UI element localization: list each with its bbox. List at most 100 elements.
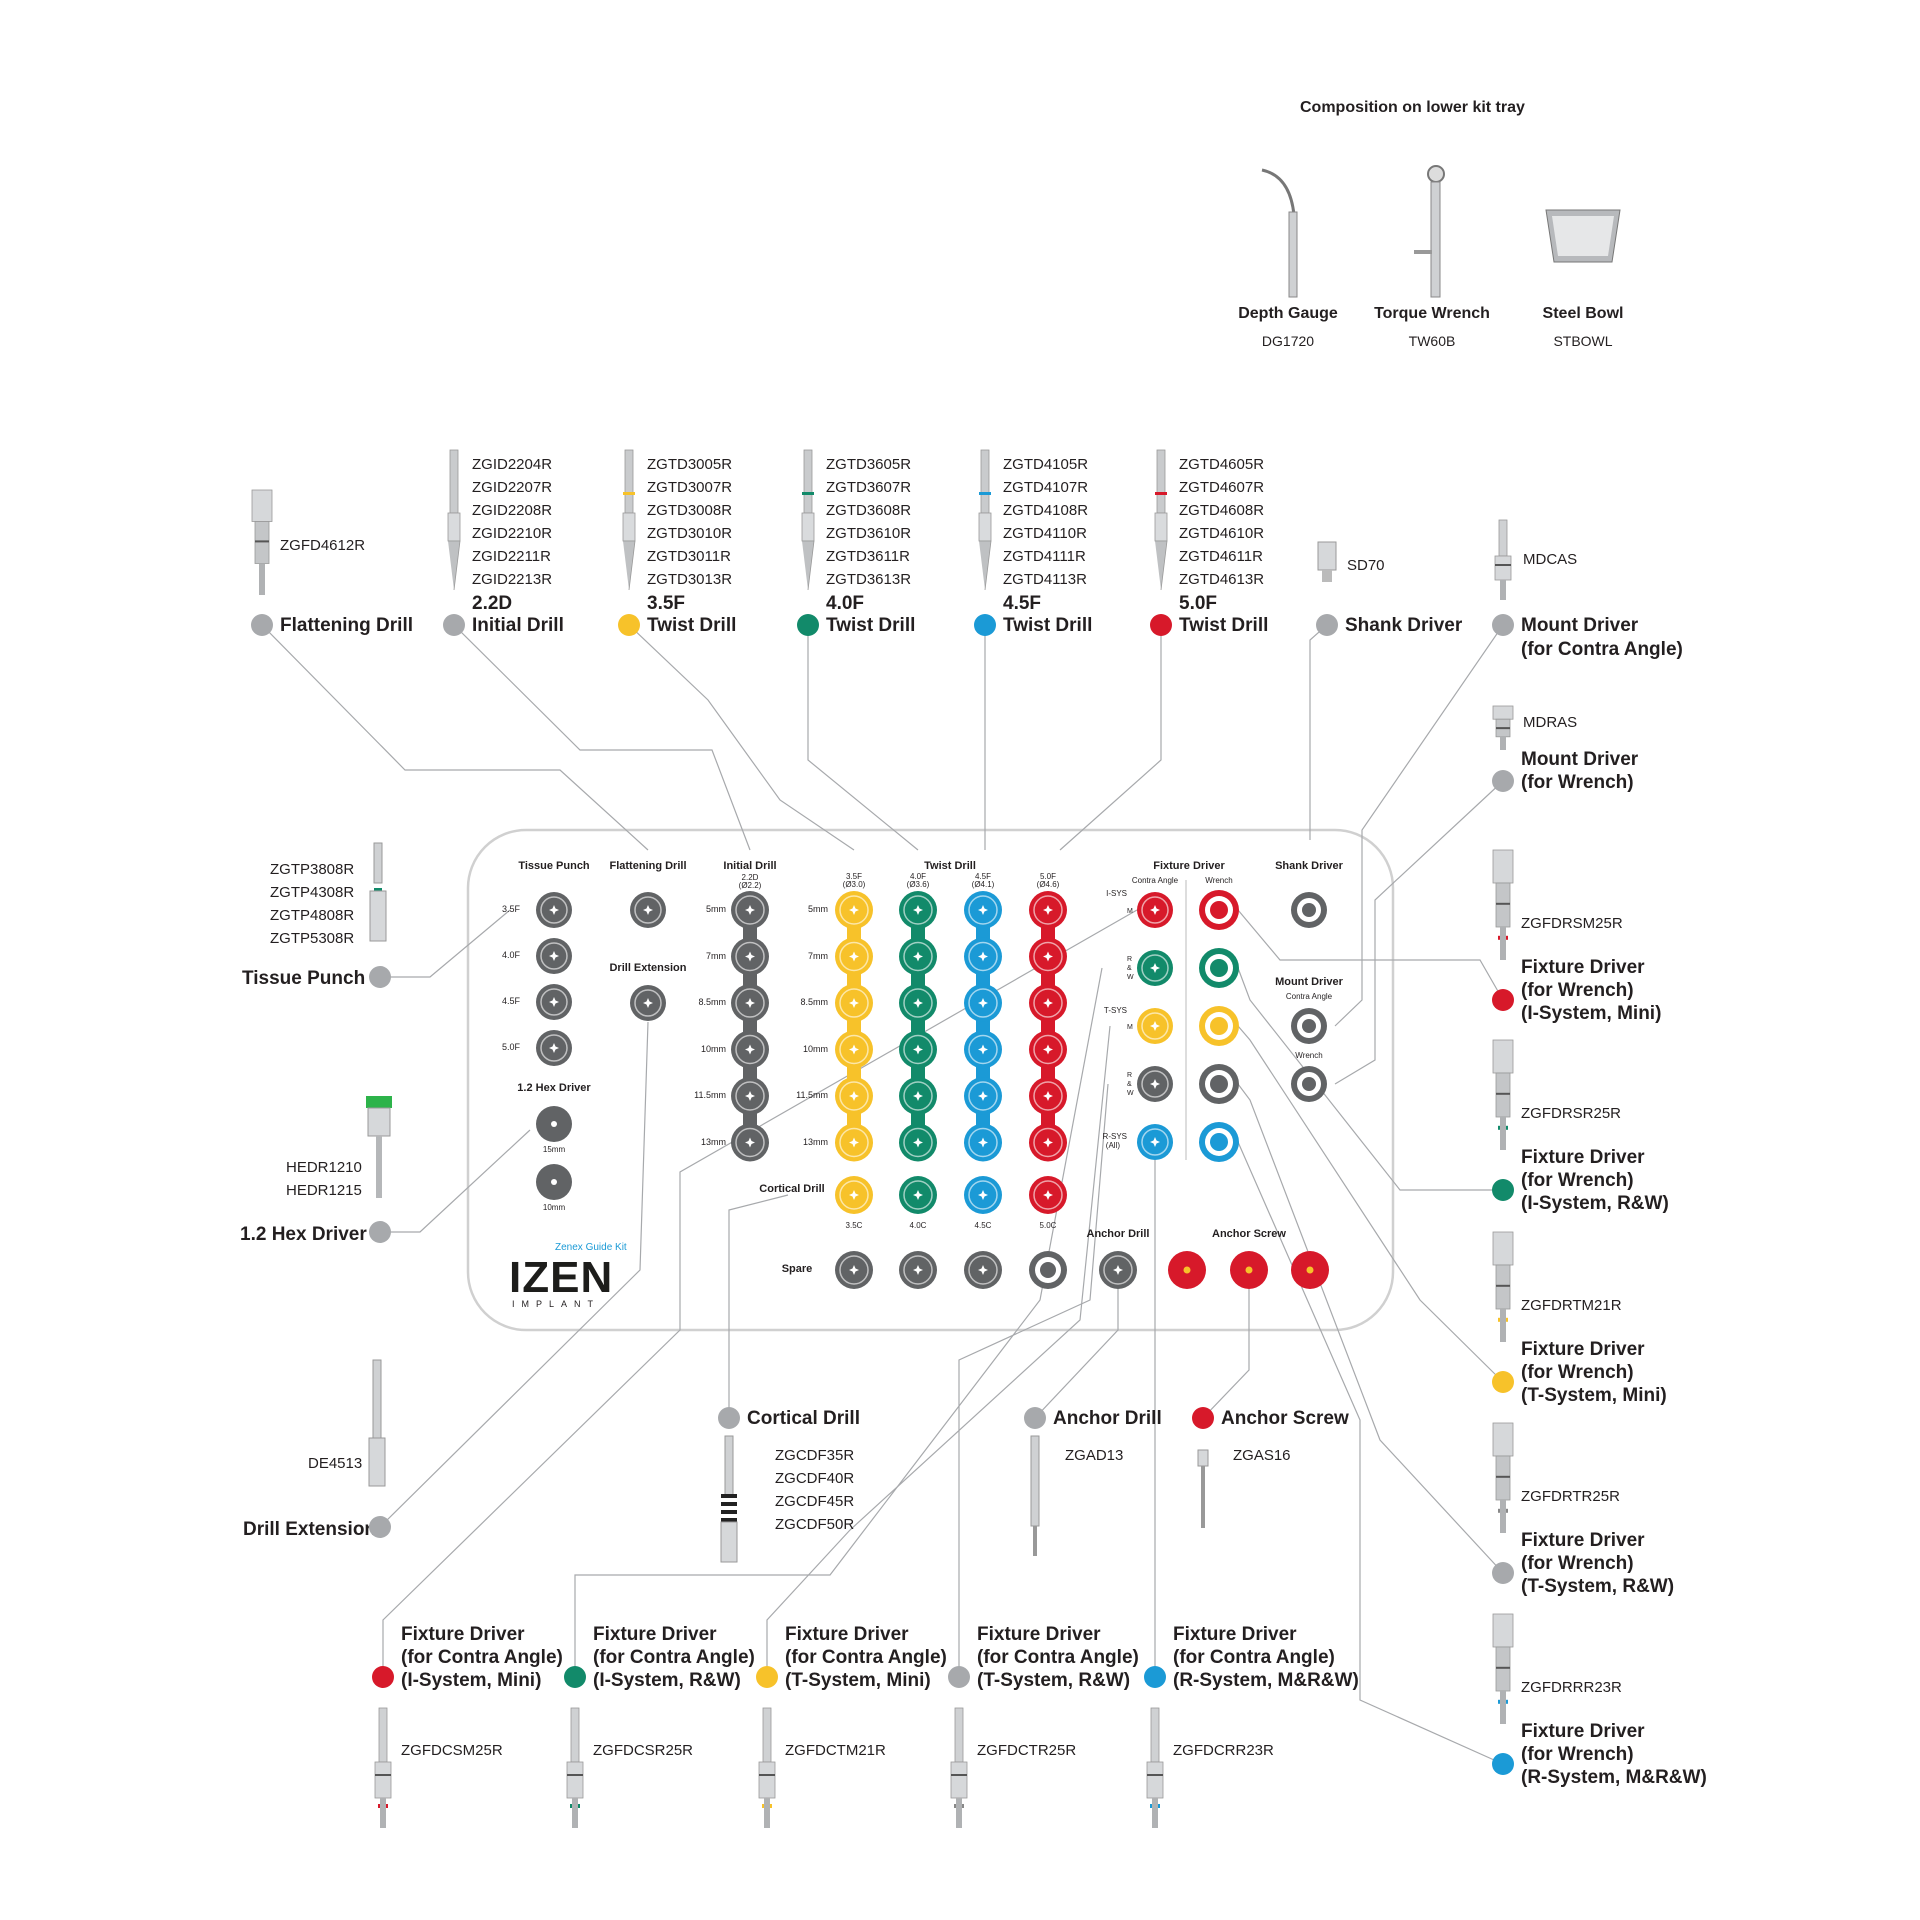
tray-fd-contra-slot-star: [1150, 1137, 1160, 1147]
tray-depth-left: 8.5mm: [698, 997, 726, 1007]
tray-flattening-slot-star: [643, 905, 653, 915]
tray-cortical-slot-star: [849, 1190, 859, 1200]
tray-initial-slot-star: [745, 1044, 755, 1055]
mount-driver-wrench-icon-ring: [1496, 727, 1510, 730]
tissue-punch-dot: [369, 966, 391, 988]
tray-hex-slot-pin: [551, 1179, 557, 1185]
torque-wrench-body: [1430, 181, 1441, 298]
tray-isys-rw: R: [1127, 956, 1133, 963]
fd-wrench-t-mini-label: (for Wrench): [1521, 1362, 1634, 1383]
leader-anchor-screw: [1202, 1289, 1250, 1419]
tray-contra-angle-label: Contra Angle: [1131, 876, 1179, 885]
anchor-screw-code: ZGAS16: [1233, 1447, 1291, 1464]
tray-twist-slot-ring: [1033, 988, 1063, 1018]
initial-drill-code: ZGID2210R: [472, 525, 553, 542]
tray-spare-slot-ring: [839, 1255, 869, 1285]
tray-twist-head-b: (Ø4.1): [971, 880, 995, 889]
drill-extension-body: [368, 1437, 386, 1487]
tray-drill-extension-label: Drill Extension: [609, 962, 687, 974]
depth-gauge-name: Depth Gauge: [1238, 305, 1338, 322]
depth-gauge-code: DG1720: [1261, 333, 1315, 349]
twist-drill-5-0f-code: ZGTD4611R: [1179, 548, 1263, 565]
initial-drill-code: ZGID2211R: [472, 548, 551, 565]
tray-initial-sub2: (Ø2.2): [738, 881, 762, 890]
tray-rsys-sub: (All): [1105, 1141, 1120, 1150]
fd-wrench-r-all-label: (for Wrench): [1521, 1744, 1634, 1765]
fd-wrench-t-rw-icon-body: [1495, 1455, 1511, 1501]
tray-twist-slot-star: [913, 1091, 923, 1101]
anchor-drill-tip: [1033, 1526, 1037, 1556]
tray-tsys-rw: R: [1127, 1072, 1133, 1079]
tray-spare-slot-star: [849, 1265, 859, 1275]
fd-wrench-r-all-icon-tip: [1500, 1691, 1506, 1724]
fd-contra-i-rw-icon-ring: [567, 1774, 583, 1776]
tissue-punch-code: ZGTP4308R: [270, 884, 355, 901]
tray-isys-label: I-SYS: [1106, 889, 1127, 898]
tray-twist-head-a: 4.0F: [909, 872, 927, 881]
fd-contra-r-all-icon-tip: [1152, 1798, 1158, 1828]
fd-contra-r-all-label: (R-System, M&R&W): [1173, 1670, 1359, 1691]
fd-contra-i-mini-icon-body: [374, 1761, 392, 1799]
twist-drill-4-0f-icon: [803, 449, 813, 514]
hex-driver-code: HEDR1215: [286, 1182, 362, 1199]
tray-twist-slot-star: [913, 951, 923, 962]
twist-drill-5-0f-dot: [1150, 614, 1172, 636]
tray-depth-mid: 11.5mm: [796, 1090, 828, 1100]
tray-initial-slot-ring: [735, 1034, 765, 1065]
fd-contra-i-rw-icon: [570, 1707, 580, 1763]
leader-hex: [380, 1129, 531, 1233]
tray-depth-mid: 7mm: [808, 950, 828, 961]
shank-driver-code: SD70: [1347, 557, 1385, 574]
mount-driver-contra-dot: [1492, 614, 1514, 636]
tray-depth-mid: 5mm: [808, 904, 828, 914]
tray-twist-slot-ring: [839, 988, 869, 1018]
fd-wrench-i-mini-label: (I-System, Mini): [1521, 1003, 1662, 1024]
tray-depth-mid: 10mm: [802, 1043, 828, 1054]
initial-drill-icon-tip: [448, 540, 461, 591]
cortical-drill-code: ZGCDF45R: [775, 1493, 855, 1510]
twist-drill-4-5f-icon: [980, 449, 990, 514]
twist-drill-3-5f-code: ZGTD3008R: [647, 502, 733, 519]
tray-initial-slot-star: [745, 1137, 755, 1148]
tray-spare-slot-star: [913, 1265, 923, 1275]
tray-twist-slot-ring: [903, 895, 933, 925]
fd-wrench-t-mini-icon-tip: [1500, 1309, 1506, 1342]
fd-wrench-t-rw-label: (T-System, R&W): [1521, 1576, 1675, 1597]
tray-twist-slot-star: [1043, 905, 1053, 915]
fd-contra-t-rw-dot: [948, 1666, 970, 1688]
tray-anchor-screw-slot-pin: [1183, 1266, 1191, 1274]
leader-fdw-i-mini: [1237, 909, 1504, 1001]
fd-wrench-i-mini-icon-ring: [1496, 902, 1510, 905]
fd-wrench-t-rw-label: (for Wrench): [1521, 1553, 1634, 1574]
tray-cortical-size: 3.5C: [845, 1221, 863, 1230]
fd-wrench-r-all-code: ZGFDRRR23R: [1521, 1679, 1622, 1696]
drill-extension-code: DE4513: [308, 1455, 363, 1472]
leader-initial: [453, 624, 751, 851]
fd-contra-r-all-dot: [1144, 1666, 1166, 1688]
tray-flattening-slot-ring: [634, 896, 662, 924]
tray-twist-slot-ring: [968, 895, 998, 925]
torque-wrench-code: TW60B: [1408, 333, 1456, 349]
initial-drill-name: Initial Drill: [472, 615, 564, 636]
twist-drill-3-5f-name: Twist Drill: [647, 615, 737, 636]
tray-cortical-drill-label: Cortical Drill: [759, 1183, 825, 1195]
tissue-punch-body: [369, 890, 387, 942]
tray-depth-mid: 13mm: [802, 1136, 828, 1147]
fd-contra-t-mini-icon-body: [758, 1761, 776, 1799]
steel-bowl-inner: [1552, 216, 1614, 256]
twist-drill-4-0f-code: ZGTD3611R: [826, 548, 910, 565]
leader-twist-50: [1059, 625, 1162, 851]
leader-fdc-i-mini: [382, 909, 1138, 1677]
fd-wrench-r-all-dot: [1492, 1753, 1514, 1775]
tray-mount-contra-slot-core: [1302, 1019, 1316, 1033]
fd-contra-r-all-label: (for Contra Angle): [1173, 1647, 1335, 1668]
twist-drill-4-0f-code: ZGTD3610R: [826, 525, 912, 542]
twist-drill-5-0f-icon-collar: [1154, 512, 1168, 542]
brand-sub: IMPLANT: [512, 1299, 601, 1309]
fd-wrench-i-rw-icon: [1492, 1039, 1514, 1074]
tray-cortical-slot-star: [1043, 1190, 1053, 1200]
tray-anchor-drill-label: Anchor Drill: [1086, 1228, 1150, 1240]
mount-driver-contra-icon-ring: [1495, 564, 1511, 566]
tray-twist-head-a: 5.0F: [1039, 872, 1057, 881]
tray-initial-slot-ring: [735, 1081, 765, 1111]
